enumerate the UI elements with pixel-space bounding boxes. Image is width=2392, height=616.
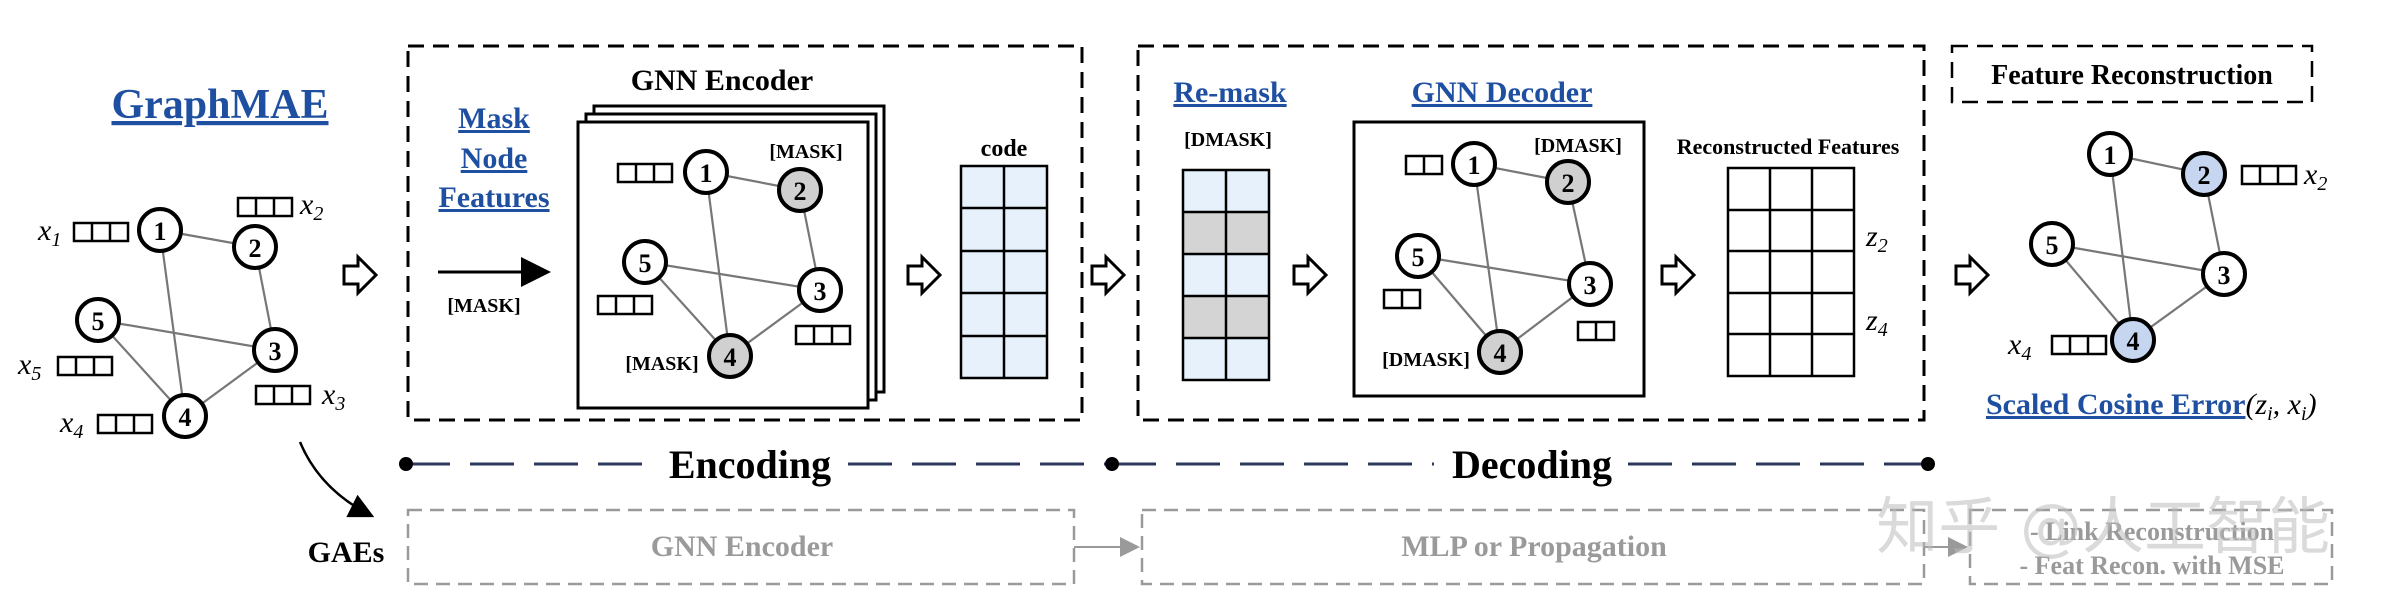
scaled-cosine-error[interactable]: Scaled Cosine Error(zi, xi) [1986,388,2317,425]
encoding-box [406,44,1084,422]
decoding-box [1136,44,1926,422]
gaes-output-line1: - Link Reconstruction [2030,517,2275,546]
label-x1: x1 [37,214,61,251]
svg-text:5: 5 [1412,243,1425,272]
gaes-middle-label: MLP or Propagation [1401,530,1667,563]
code-matrix [959,164,1049,380]
svg-text:2: 2 [2198,161,2211,190]
encoder-mask-label-1: [MASK] [769,141,842,163]
mask-node-features-line3[interactable]: Features [438,181,549,214]
svg-text:5: 5 [639,249,652,278]
gaes-label: GAEs [308,536,385,569]
gaes-output-box [1968,508,2334,586]
encoder-mask-label-2: [MASK] [625,353,698,375]
svg-text:3: 3 [1584,271,1597,300]
mask-node-features-line2[interactable]: Node [461,142,528,175]
svg-text:1: 1 [1468,151,1481,180]
mask-arrow-label: [MASK] [447,295,520,317]
flow-arrow-5 [1660,255,1696,295]
label-x4: x4 [59,406,83,443]
feature-reconstruction-box [1950,44,2314,104]
flow-arrow-4 [1292,255,1328,295]
graphmae-title[interactable]: GraphMAE [111,82,328,128]
svg-text:2: 2 [1562,169,1575,198]
svg-text:5: 5 [2046,231,2059,260]
remask-dmask-label: [DMASK] [1184,129,1272,151]
decoder-dmask-label-1: [DMASK] [1534,135,1622,157]
label-x3: x3 [321,378,345,415]
decoder-dmask-label-2: [DMASK] [1382,349,1470,371]
svg-text:2: 2 [249,234,262,263]
input-node-5: 5 [75,297,121,343]
svg-text:3: 3 [814,277,827,306]
mask-node-features-line1[interactable]: Mask [458,102,530,135]
reconstructed-features-label: Reconstructed Features [1677,134,1900,159]
svg-text:1: 1 [700,159,713,188]
flow-arrow-2 [906,255,942,295]
flow-arrow-1 [342,255,378,295]
label-x2: x2 [299,188,323,225]
svg-text:5: 5 [92,307,105,336]
svg-text:1: 1 [154,217,167,246]
label-recon-x4: x4 [2007,328,2031,365]
label-recon-x2: x2 [2303,158,2327,195]
decoder-title[interactable]: GNN Decoder [1412,76,1593,109]
svg-text:4: 4 [179,403,192,432]
svg-text:1: 1 [2104,141,2117,170]
watermark: 知乎 @人工智能 [1876,490,2330,563]
gaes-encoder-label: GNN Encoder [651,530,834,563]
input-node-1: 1 [137,207,183,253]
encoder-graph: 1 2 3 4 5 [MASK] [MASK] [596,141,852,379]
svg-text:2: 2 [794,177,807,206]
input-node-3: 3 [252,327,298,373]
svg-text:4: 4 [724,343,737,372]
gaes-output-line2: - Feat Recon. with MSE [2019,551,2284,580]
svg-text:4: 4 [2127,327,2140,356]
reconstructed-matrix [1726,166,1856,378]
gaes-curved-arrow [298,441,375,518]
encoding-label: Encoding [669,442,831,487]
svg-text:3: 3 [2218,261,2231,290]
svg-text:4: 4 [1494,339,1507,368]
feature-reconstruction-title: Feature Reconstruction [1991,60,2273,91]
flow-arrow-3 [1090,255,1126,295]
label-z2: z2 [1865,220,1888,257]
label-z4: z4 [1865,304,1888,341]
svg-text:3: 3 [269,337,282,366]
encoder-title: GNN Encoder [631,64,814,97]
phase-line [399,457,1935,471]
code-label: code [981,136,1028,162]
input-feature-vectors [56,196,312,435]
input-node-2: 2 [232,224,278,270]
remask-matrix [1181,168,1271,382]
decoder-graph: 1 2 3 4 5 [DMASK] [DMASK] [1382,135,1622,375]
decoding-label: Decoding [1452,442,1612,487]
remask-label[interactable]: Re-mask [1173,76,1287,109]
gaes-encoder-box [406,508,1076,586]
flow-arrow-6 [1954,255,1990,295]
input-graph: 1 2 3 4 5 x1 x2 x3 x4 x5 [17,188,345,443]
label-x5: x5 [17,348,41,385]
reconstruction-graph: 1 2 3 4 5 x2 x4 [2007,131,2327,365]
input-node-4: 4 [162,393,208,439]
